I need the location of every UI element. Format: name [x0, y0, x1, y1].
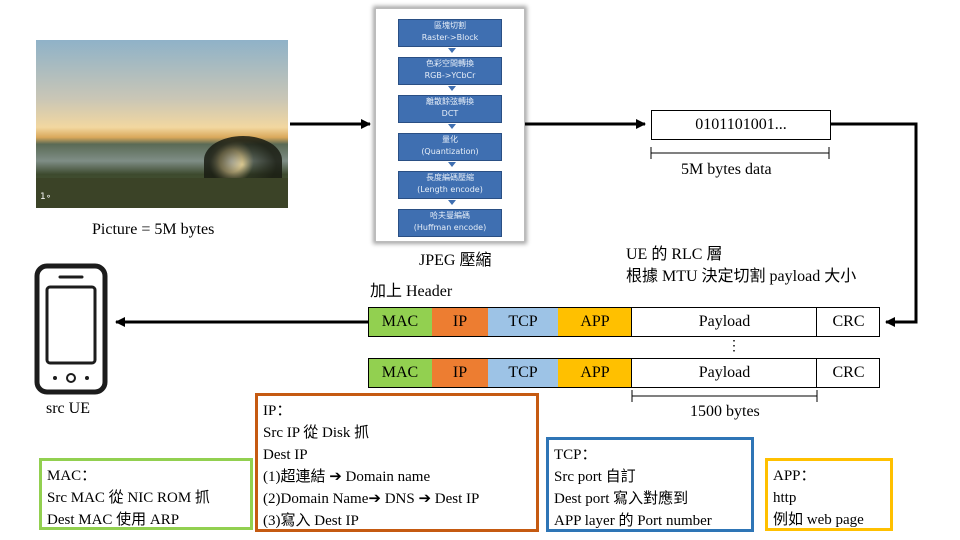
ip-info-line: IP：	[263, 403, 292, 419]
bitstream-size-label: 5M bytes data	[681, 161, 772, 178]
arrow-bits-to-packet	[830, 122, 918, 327]
tcp-info-line: Dest port 寫入對應到	[554, 491, 689, 507]
packet-row-border	[368, 358, 880, 388]
ip-field: IP	[432, 307, 488, 337]
tree-silhouette	[204, 136, 282, 184]
tcp-info-box: TCP： Src port 自訂 Dest port 寫入對應到 APP lay…	[546, 437, 754, 532]
payload-field: Payload	[632, 358, 817, 388]
photo-caption: Picture = 5M bytes	[92, 221, 215, 238]
tcp-info-line: Src port 自訂	[554, 469, 636, 485]
step-zh: 區塊切割	[434, 21, 466, 30]
pipeline-step: 區塊切割 Raster->Block	[398, 19, 502, 47]
crc-divider	[816, 358, 817, 388]
ip-info-line: (2)Domain Name➔ DNS ➔ Dest IP	[263, 491, 480, 507]
app-info-line: 例如 web page	[773, 512, 864, 528]
mac-info-line: MAC：	[47, 468, 97, 484]
app-info-line: APP：	[773, 468, 816, 484]
tcp-field: TCP	[488, 307, 558, 337]
app-field: APP	[558, 358, 632, 388]
ue-label: src UE	[46, 400, 90, 417]
payload-field: Payload	[632, 307, 817, 337]
mac-field: MAC	[368, 307, 432, 337]
step-arrow-icon	[448, 48, 456, 53]
step-zh: 哈夫曼編碼	[430, 211, 470, 220]
step-arrow-icon	[448, 162, 456, 167]
rlc-line-2: 根據 MTU 決定切割 payload 大小	[626, 268, 857, 285]
ip-info-line: (3)寫入 Dest IP	[263, 513, 359, 529]
mac-field: MAC	[368, 358, 432, 388]
pipeline-step: 離散餘弦轉換 DCT	[398, 95, 502, 123]
payload-size-bracket	[631, 390, 818, 402]
step-en: DCT	[441, 109, 459, 118]
pipeline-step: 哈夫曼編碼 (Huffman encode)	[398, 209, 502, 237]
tcp-info-line: APP layer 的 Port number	[554, 513, 712, 529]
step-zh: 長度編碼壓縮	[426, 173, 474, 182]
bitstream-box: 0101101001...	[651, 110, 831, 140]
pipeline-step: 量化 (Quantization)	[398, 133, 502, 161]
packet-row-border	[368, 307, 880, 337]
crc-field: CRC	[817, 358, 880, 388]
ip-info-line: (1)超連結 ➔ Domain name	[263, 469, 431, 485]
ip-field: IP	[432, 358, 488, 388]
packet-ellipsis: ⋮	[727, 339, 741, 354]
jpeg-label: JPEG 壓縮	[419, 252, 492, 269]
phone-icon	[34, 263, 108, 395]
pipeline-step: 色彩空間轉換 RGB->YCbCr	[398, 57, 502, 85]
app-info-line: http	[773, 490, 797, 506]
step-en: RGB->YCbCr	[424, 71, 476, 80]
ground	[36, 178, 288, 208]
rlc-line-1: UE 的 RLC 層	[626, 246, 723, 263]
step-en: Raster->Block	[421, 33, 479, 42]
jpeg-pipeline-panel: 區塊切割 Raster->Block 色彩空間轉換 RGB->YCbCr 離散餘…	[375, 8, 525, 242]
step-en: (Length encode)	[417, 185, 483, 194]
ip-info-line: Dest IP	[263, 447, 308, 463]
mac-info-box: MAC： Src MAC 從 NIC ROM 抓 Dest MAC 使用 ARP	[39, 458, 253, 530]
step-zh: 色彩空間轉換	[426, 59, 474, 68]
step-arrow-icon	[448, 124, 456, 129]
mac-info-line: Src MAC 從 NIC ROM 抓	[47, 490, 210, 506]
photo-logo: 1∘	[40, 192, 52, 202]
ip-info-box: IP： Src IP 從 Disk 抓 Dest IP (1)超連結 ➔ Dom…	[255, 393, 539, 532]
packet-row: MAC IP TCP APP Payload CRC	[368, 307, 880, 337]
payload-divider	[631, 307, 632, 337]
mac-info-line: Dest MAC 使用 ARP	[47, 512, 180, 528]
crc-divider	[816, 307, 817, 337]
tcp-info-line: TCP：	[554, 447, 597, 463]
app-info-box: APP： http 例如 web page	[765, 458, 893, 531]
step-en: (Quantization)	[421, 147, 479, 156]
packet-row: MAC IP TCP APP Payload CRC	[368, 358, 880, 388]
crc-field: CRC	[817, 307, 880, 337]
bits-size-bracket	[650, 147, 830, 159]
pipeline-step: 長度編碼壓縮 (Length encode)	[398, 171, 502, 199]
step-arrow-icon	[448, 200, 456, 205]
sunset-photo: 1∘	[36, 40, 288, 208]
ip-info-line: Src IP 從 Disk 抓	[263, 425, 370, 441]
tcp-field: TCP	[488, 358, 558, 388]
payload-size-label: 1500 bytes	[690, 403, 760, 420]
step-zh: 量化	[442, 135, 458, 144]
app-field: APP	[558, 307, 632, 337]
step-arrow-icon	[448, 86, 456, 91]
header-label: 加上 Header	[370, 283, 453, 300]
step-en: (Huffman encode)	[413, 223, 487, 232]
step-zh: 離散餘弦轉換	[426, 97, 474, 106]
payload-divider	[631, 358, 632, 388]
